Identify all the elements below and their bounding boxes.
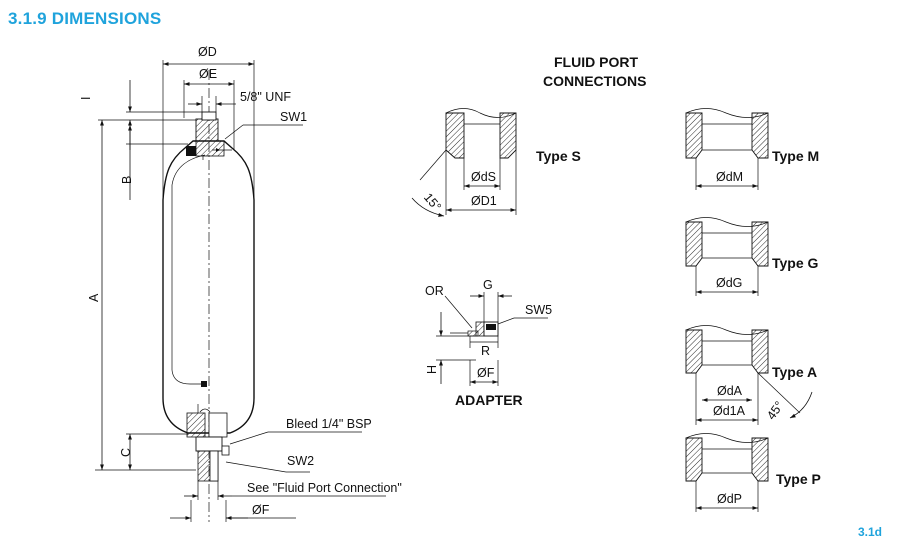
section-title-line2: CONNECTIONS	[543, 73, 646, 89]
type-a-detail: ØdA Ød1A 45° Type A	[685, 325, 817, 425]
bleed-screw	[221, 445, 230, 456]
adapter-h: H	[425, 365, 439, 374]
sw1-label: SW1	[280, 110, 307, 124]
gas-valve-seal	[186, 146, 196, 156]
type-g-detail: ØdG Type G	[685, 217, 819, 296]
dim-a-label: A	[87, 293, 101, 302]
section-title-line1: FLUID PORT	[554, 54, 638, 70]
dim-d-label: ØD	[198, 45, 217, 59]
thread-label: 5/8" UNF	[240, 90, 291, 104]
adapter-g: G	[483, 278, 493, 292]
bladder-stem	[201, 381, 207, 387]
see-note-label: See "Fluid Port Connection"	[247, 481, 402, 495]
sw2-label: SW2	[287, 454, 314, 468]
type-p-name: Type P	[776, 471, 821, 487]
accumulator-shell	[162, 140, 255, 434]
dim-b-label: B	[120, 176, 134, 184]
type-m-name: Type M	[772, 148, 819, 164]
adapter-or: OR	[425, 284, 444, 298]
adapter-r: R	[481, 344, 490, 358]
dim-i-label: I	[79, 97, 93, 100]
type-a-name: Type A	[772, 364, 817, 380]
type-a-d: ØdA	[717, 384, 743, 398]
type-s-d1: ØD1	[471, 194, 497, 208]
type-g-name: Type G	[772, 255, 819, 271]
page-heading: 3.1.9 DIMENSIONS	[8, 9, 162, 28]
type-s-detail: ØdS ØD1 15° Type S	[411, 108, 581, 217]
adapter-f: ØF	[477, 366, 495, 380]
type-p-detail: ØdP Type P	[685, 433, 821, 512]
gas-valve-cap	[201, 111, 217, 121]
dim-c-label: C	[119, 448, 133, 457]
adapter-title: ADAPTER	[455, 392, 523, 408]
figure-reference: 3.1d	[857, 525, 882, 539]
bleed-label: Bleed 1/4" BSP	[286, 417, 372, 431]
bladder-outline	[171, 154, 206, 385]
type-a-d1: Ød1A	[713, 404, 746, 418]
type-m-d: ØdM	[716, 170, 743, 184]
gas-valve-body	[195, 118, 219, 142]
accumulator-drawing: ØD ØE 5/8" UNF SW1 I B A C	[79, 45, 402, 522]
type-g-d: ØdG	[716, 276, 742, 290]
dim-f-label: ØF	[252, 503, 270, 517]
adapter-detail: G OR SW5 R H ØF ADAPTER	[425, 278, 552, 408]
type-s-angle: 15°	[421, 190, 444, 213]
adapter-sw5: SW5	[525, 303, 552, 317]
type-s-ds: ØdS	[471, 170, 496, 184]
fluid-port-body	[186, 412, 206, 438]
type-p-d: ØdP	[717, 492, 742, 506]
type-a-angle: 45°	[764, 399, 786, 423]
dim-e-label: ØE	[199, 67, 217, 81]
type-s-name: Type S	[536, 148, 581, 164]
type-m-detail: ØdM Type M	[685, 108, 819, 190]
